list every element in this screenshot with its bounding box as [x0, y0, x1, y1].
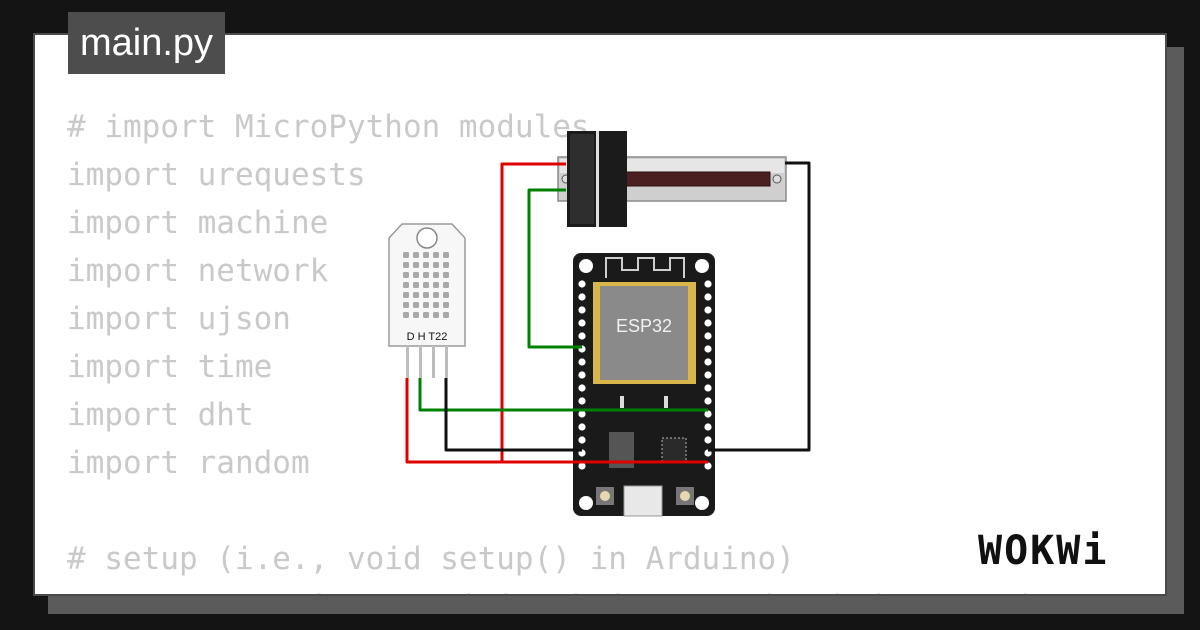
esp32-pin[interactable] [578, 423, 586, 431]
esp32-pin[interactable] [578, 293, 586, 301]
esp32-pin[interactable] [704, 319, 712, 327]
code-line-4: import network [67, 253, 329, 289]
dht-vent-hole [423, 312, 429, 318]
dht-vent-hole [443, 252, 449, 258]
dht-vent-hole [433, 312, 439, 318]
dht-vent-hole [433, 262, 439, 268]
dht-vent-hole [413, 282, 419, 288]
dht-vent-hole [423, 272, 429, 278]
dht-vent-hole [403, 272, 409, 278]
code-line-11: # Try connecting to WiFi Wokwi-Guest ("W… [67, 583, 1038, 594]
esp32-pin[interactable] [578, 384, 586, 392]
file-tab-main-py[interactable]: main.py [68, 12, 226, 74]
dht-vent-hole [433, 302, 439, 308]
esp32-pin[interactable] [578, 462, 586, 470]
code-line-8: import random [67, 445, 310, 481]
esp32-pin[interactable] [704, 332, 712, 340]
esp32-pin[interactable] [704, 345, 712, 353]
dht-vent-hole [433, 252, 439, 258]
wires [405, 161, 811, 464]
dht-vent-hole [403, 292, 409, 298]
dht-vent-hole [413, 262, 419, 268]
dht-vent-hole [443, 272, 449, 278]
esp32-pin[interactable] [704, 384, 712, 392]
dht-vent-hole [403, 312, 409, 318]
esp32-pin[interactable] [578, 358, 586, 366]
dht-vent-hole [443, 262, 449, 268]
dht-vent-hole [433, 272, 439, 278]
code-line-3: import machine [67, 205, 329, 241]
code-preview: # import MicroPython modules import ureq… [67, 103, 1038, 594]
dht-vent-hole [443, 302, 449, 308]
wire-green-dht [418, 378, 708, 412]
dht-vent-hole [403, 262, 409, 268]
dht-vent-hole [413, 292, 419, 298]
code-line-6: import time [67, 349, 273, 385]
esp32-pin[interactable] [704, 358, 712, 366]
esp32-pin[interactable] [578, 397, 586, 405]
dht-vent-hole [423, 292, 429, 298]
esp32-pin[interactable] [704, 280, 712, 288]
dht-vent-hole [413, 272, 419, 278]
esp32-pin[interactable] [704, 436, 712, 444]
esp32-pin[interactable] [704, 423, 712, 431]
dht22-sensor[interactable]: D H T22 [388, 223, 466, 378]
dht-vent-hole [423, 302, 429, 308]
dht-vent-hole [433, 282, 439, 288]
esp32-board[interactable]: ESP32 [573, 253, 715, 517]
dht-vent-hole [443, 282, 449, 288]
chip-label: ESP32 [616, 316, 672, 336]
dht-vent-hole [403, 252, 409, 258]
esp32-pin[interactable] [578, 319, 586, 327]
esp32-pin[interactable] [578, 306, 586, 314]
dht-vent-hole [413, 312, 419, 318]
esp32-pin[interactable] [704, 306, 712, 314]
code-line-7: import dht [67, 397, 254, 433]
wire-black-pot [708, 161, 811, 452]
esp32-pin[interactable] [578, 436, 586, 444]
code-line-10: # setup (i.e., void setup() in Arduino) [67, 541, 795, 577]
wokwi-logo: WOKWi [978, 528, 1109, 574]
code-line-1: # import MicroPython modules [67, 109, 590, 145]
esp32-pin[interactable] [704, 462, 712, 470]
code-line-5: import ujson [67, 301, 291, 337]
dht-vent-hole [423, 262, 429, 268]
wire-black-dht [444, 378, 582, 452]
dht-vent-hole [433, 292, 439, 298]
code-line-2: import urequests [67, 157, 366, 193]
esp32-pin[interactable] [578, 410, 586, 418]
esp32-pin[interactable] [578, 280, 586, 288]
slide-potentiometer[interactable] [557, 131, 787, 227]
wire-red-dht [405, 378, 708, 464]
esp32-pin[interactable] [704, 410, 712, 418]
dht-vent-hole [423, 252, 429, 258]
dht-vent-hole [403, 302, 409, 308]
esp32-pin[interactable] [578, 332, 586, 340]
sensor-label: D H T22 [407, 331, 448, 343]
dht-vent-hole [413, 252, 419, 258]
esp32-pin[interactable] [704, 371, 712, 379]
esp32-pin[interactable] [704, 397, 712, 405]
dht-vent-hole [443, 292, 449, 298]
dht-vent-hole [413, 302, 419, 308]
wire-green-pot [527, 188, 582, 349]
dht-vent-hole [403, 282, 409, 288]
esp32-pin[interactable] [578, 371, 586, 379]
dht-vent-hole [423, 282, 429, 288]
dht-vent-hole [443, 312, 449, 318]
esp32-pin[interactable] [704, 293, 712, 301]
